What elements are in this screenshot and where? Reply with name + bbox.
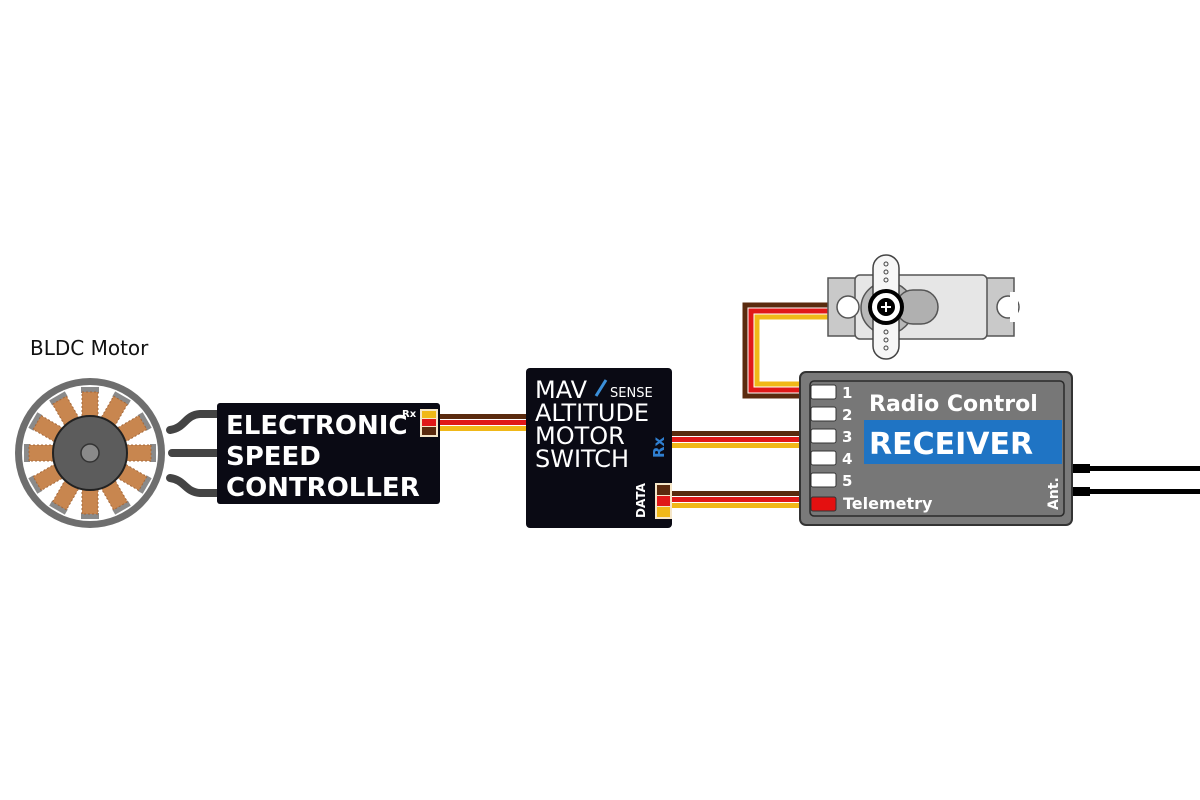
- channel-port-1: [810, 384, 837, 400]
- cable-servo-to-receiver-ch1: [742, 302, 850, 399]
- antenna-wire-1: [1070, 466, 1200, 471]
- esc-rx-port: [420, 409, 438, 437]
- wire-red: [440, 420, 528, 425]
- receiver-title: Radio Control: [869, 392, 1038, 417]
- channel-port-4: [810, 450, 837, 466]
- servo: [827, 254, 1020, 360]
- antenna-boot-1: [1070, 464, 1090, 473]
- motor-label: BLDC Motor: [30, 336, 149, 360]
- switch-line3: SWITCH: [535, 445, 629, 473]
- channel-label-4: 4: [842, 450, 852, 468]
- wire-brown: [672, 431, 800, 436]
- channel-label-1: 1: [842, 384, 852, 402]
- stator-tooth-tip: [28, 475, 43, 494]
- esc-pin-ground: [422, 427, 436, 435]
- switch-line2: MOTOR: [535, 422, 625, 450]
- stator-tooth: [81, 487, 99, 519]
- antenna-label: Ant.: [1046, 477, 1062, 510]
- wire-yellow: [440, 426, 528, 431]
- stator-tooth-tip: [81, 513, 99, 519]
- stator-tooth-tip: [137, 412, 152, 431]
- stator-tooth-tip: [112, 500, 131, 515]
- wire-brown: [742, 302, 850, 399]
- receiver-label-banner: [864, 420, 1062, 464]
- horn-hole: [883, 269, 889, 275]
- horn-hole: [883, 329, 889, 335]
- channel-label-3: 3: [842, 428, 852, 446]
- telemetry-label: Telemetry: [843, 494, 933, 513]
- wire-red: [672, 437, 800, 442]
- stator-tooth: [124, 444, 156, 462]
- channel-port-5: [810, 472, 837, 488]
- rc-receiver: 1 2 3 4 5 Telemetry Radio Control RECEIVER A…: [799, 371, 1073, 526]
- servo-horn-holes: [883, 261, 889, 351]
- horn-hole: [883, 345, 889, 351]
- mav-brand: MAV: [535, 376, 588, 404]
- stator-tooth-tip: [81, 387, 99, 393]
- channel-port-3: [810, 428, 837, 444]
- esc-pin-signal: [422, 411, 436, 418]
- wire-red: [748, 308, 850, 393]
- switch-rx-label: Rx: [650, 436, 668, 458]
- cable-esc-to-switch: [440, 414, 528, 431]
- stator-tooth: [24, 444, 56, 462]
- stator-coil: [81, 391, 99, 419]
- mavsense-switch: MAV SENSE ALTITUDE MOTOR SWITCH Rx DATA: [526, 368, 672, 528]
- esc-line3: CONTROLLER: [226, 473, 420, 503]
- data-pin-ground: [657, 485, 670, 495]
- stator-tooth-tip: [137, 475, 152, 494]
- wire-yellow: [672, 443, 800, 448]
- bldc-motor: BLDC Motor: [15, 336, 165, 528]
- servo-screw-cross-icon: [881, 302, 891, 312]
- servo-hole-cut: [1010, 292, 1018, 322]
- esc-pin-power: [422, 419, 436, 426]
- stator-tooth-tip: [49, 391, 68, 406]
- mav-accent-stroke: [594, 379, 608, 397]
- esc-line1: ELECTRONIC: [226, 411, 408, 441]
- stator-coil: [28, 444, 56, 462]
- antenna-boot-2: [1070, 487, 1090, 496]
- channel-port-2: [810, 406, 837, 422]
- stator-tooth: [81, 387, 99, 419]
- wire-brown: [672, 491, 800, 496]
- channel-label-5: 5: [842, 472, 852, 490]
- horn-hole: [883, 277, 889, 283]
- motor-shaft: [80, 443, 100, 463]
- esc-rx-label: Rx: [402, 409, 417, 420]
- horn-hole: [883, 261, 889, 267]
- switch-body: [526, 368, 672, 528]
- stator-coil: [124, 444, 152, 462]
- wire-yellow: [754, 314, 850, 387]
- wire-red: [672, 497, 800, 502]
- channel-label-2: 2: [842, 406, 852, 424]
- wire-yellow: [672, 503, 800, 508]
- stator-tooth-tip: [112, 391, 131, 406]
- switch-data-port: [655, 483, 672, 519]
- stator-tooth-tip: [49, 500, 68, 515]
- receiver-subtitle: RECEIVER: [869, 427, 1033, 462]
- esc-line2: SPEED: [226, 442, 321, 472]
- stator-tooth-tip: [28, 412, 43, 431]
- receiver-channel-ports: 1 2 3 4 5: [810, 384, 852, 490]
- motor-stator: [24, 387, 156, 519]
- data-pin-signal: [657, 507, 670, 517]
- stator-coil: [81, 487, 99, 515]
- antenna-wire-2: [1070, 489, 1200, 494]
- esc-body: [217, 403, 440, 504]
- horn-hole: [883, 337, 889, 343]
- switch-line1: ALTITUDE: [535, 399, 649, 427]
- servo-mount-hole-left: [836, 295, 860, 319]
- phase-wire-a: [166, 410, 222, 434]
- mav-sense: SENSE: [610, 386, 653, 401]
- cable-switch-to-telemetry: [672, 491, 800, 508]
- motor-phase-wires: [166, 410, 222, 497]
- esc-module: ELECTRONIC SPEED CONTROLLER Rx: [217, 403, 440, 504]
- cable-switch-to-receiver-ch3: [672, 431, 800, 448]
- phase-wire-c: [166, 474, 222, 497]
- receiver-antennas: [1070, 464, 1200, 496]
- telemetry-port: [810, 496, 837, 512]
- data-pin-power: [657, 496, 670, 506]
- wire-brown: [440, 414, 528, 419]
- switch-data-label: DATA: [634, 482, 648, 518]
